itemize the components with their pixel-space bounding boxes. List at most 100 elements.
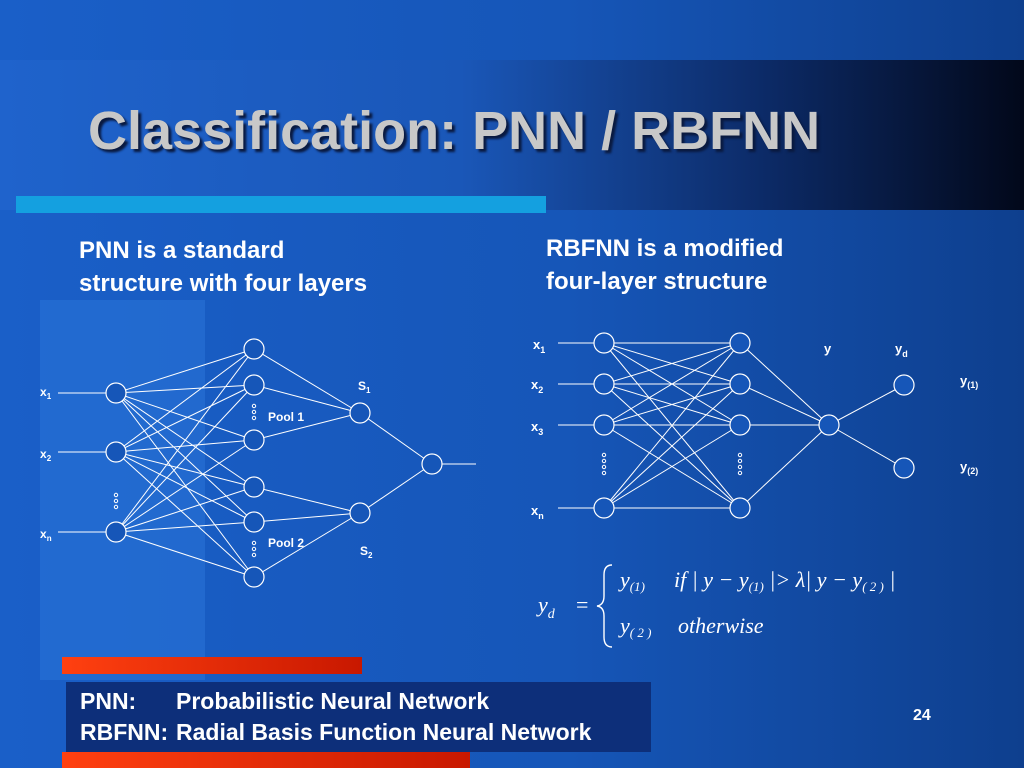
pool2-ellipsis [251, 540, 257, 546]
rbfnn-input-node [593, 414, 615, 436]
rbfnn-edge [603, 342, 741, 385]
equation-brace [596, 564, 613, 648]
rbfnn-input-node [593, 497, 615, 519]
pnn-edge [115, 451, 255, 488]
rbfnn-output-node [893, 457, 915, 479]
pnn-edge [115, 486, 255, 533]
rbfnn-desc-line1: RBFNN is a modified [546, 235, 784, 262]
pnn-edge [115, 392, 255, 441]
rbfnn-edge [828, 384, 905, 426]
abbr-pnn-full: Probabilistic Neural Network [176, 688, 490, 714]
pnn-input-label-1: x1 [40, 385, 52, 401]
pnn-edge [115, 348, 255, 394]
page-number: 24 [913, 707, 931, 724]
rbfnn-hidden-ellipsis [737, 458, 743, 464]
rbfnn-input-label-n: xn [531, 503, 544, 521]
rbfnn-edge [828, 424, 905, 469]
network-nodes [105, 332, 915, 588]
pool1-label: Pool 1 [268, 410, 304, 424]
rbfnn-input-node [593, 332, 615, 354]
rbfnn-input-ellipsis [601, 452, 607, 458]
rbfnn-input-node [593, 373, 615, 395]
rbfnn-hidden-ellipsis [737, 452, 743, 458]
pnn-pattern-node [243, 374, 265, 396]
pnn-edge [115, 451, 255, 578]
rbfnn-hidden-ellipsis [737, 470, 743, 476]
pnn-pattern-node [243, 338, 265, 360]
pnn-edge [115, 451, 255, 523]
left-accent-panel [40, 300, 205, 680]
pnn-edge [253, 512, 361, 523]
abbr-pnn: PNN: [80, 688, 137, 714]
rbfnn-edge [603, 342, 741, 426]
pnn-edge [359, 412, 433, 465]
rbfnn-hidden-node [729, 497, 751, 519]
equation-case1-condition: if | y − y(1) |> λ| y − y( 2 ) | [674, 567, 895, 594]
pnn-edge [115, 392, 255, 578]
title-underline-bar [16, 196, 546, 213]
pnn-edge [253, 486, 361, 514]
pool1-ellipsis [251, 403, 257, 409]
slide-title: Classification: PNN / RBFNN [88, 101, 821, 161]
rbfnn-edge [603, 342, 741, 509]
rbfnn-edge [603, 424, 741, 509]
pnn-edge [115, 384, 255, 533]
pnn-pattern-node [243, 566, 265, 588]
pnn-summation-node [349, 402, 371, 424]
abbr-rbfnn: RBFNN: [80, 719, 169, 745]
rbfnn-input-label-2: x2 [531, 377, 543, 395]
pnn-input-label-n: xn [40, 527, 52, 543]
rbfnn-hidden-ellipsis [737, 464, 743, 470]
rbfnn-out2-label: y(2) [960, 459, 978, 476]
pnn-desc-line1: PNN is a standard [79, 237, 285, 264]
rbfnn-hidden-node [729, 414, 751, 436]
pnn-pattern-node [243, 476, 265, 498]
pnn-edge [115, 521, 255, 533]
rbfnn-edge [603, 383, 741, 509]
pnn-edge [359, 463, 433, 514]
pool1-ellipsis [251, 409, 257, 415]
pnn-edge [253, 348, 361, 414]
pnn-edge [115, 531, 255, 578]
pnn-input-node [105, 441, 127, 463]
footer-accent-bar [62, 657, 362, 674]
equation-case2-value: y( 2 ) [618, 613, 651, 640]
pnn-edge [115, 384, 255, 453]
rbfnn-hidden-node [729, 373, 751, 395]
rbfnn-edge [603, 383, 741, 426]
pnn-edge [253, 512, 361, 578]
rbfnn-yd-label: yd [895, 341, 908, 359]
pnn-edge [115, 439, 255, 453]
rbfnn-input-ellipsis [601, 470, 607, 476]
bottom-accent-bar [62, 752, 470, 768]
rbfnn-input-ellipsis [601, 464, 607, 470]
rbfnn-input-label-1: x1 [533, 337, 545, 355]
abbreviation-row-rbfnn: RBFNN:Radial Basis Function Neural Netwo… [80, 717, 637, 748]
rbfnn-hidden-node [729, 332, 751, 354]
pnn-pattern-node [243, 511, 265, 533]
pnn-description: PNN is a standard structure with four la… [79, 234, 367, 300]
pool2-ellipsis [251, 552, 257, 558]
pnn-edge [253, 384, 361, 414]
pnn-sum-label-1: S1 [358, 379, 371, 395]
pnn-edge [115, 439, 255, 533]
pnn-edge [115, 348, 255, 453]
pnn-input-ellipsis [113, 504, 119, 510]
pnn-edge [115, 384, 255, 394]
rbfnn-edge [739, 424, 830, 509]
pnn-connections [58, 348, 476, 578]
rbfnn-output-node [893, 374, 915, 396]
equation-case2-condition: otherwise [678, 613, 764, 638]
yd-equation: yd = y(1) if | y − y(1) |> λ| y − y( 2 )… [536, 564, 895, 648]
pnn-output-node [421, 453, 443, 475]
pnn-input-ellipsis [113, 492, 119, 498]
pnn-desc-line2: structure with four layers [79, 270, 368, 297]
pool2-label: Pool 2 [268, 536, 304, 550]
title-band [0, 60, 1024, 210]
pnn-input-node [105, 521, 127, 543]
pnn-sum-label-2: S2 [360, 544, 373, 560]
equation-case1-value: y(1) [618, 567, 645, 594]
pnn-input-label-2: x2 [40, 447, 52, 463]
rbfnn-sum-node [818, 414, 840, 436]
rbfnn-desc-line2: four-layer structure [546, 268, 768, 295]
